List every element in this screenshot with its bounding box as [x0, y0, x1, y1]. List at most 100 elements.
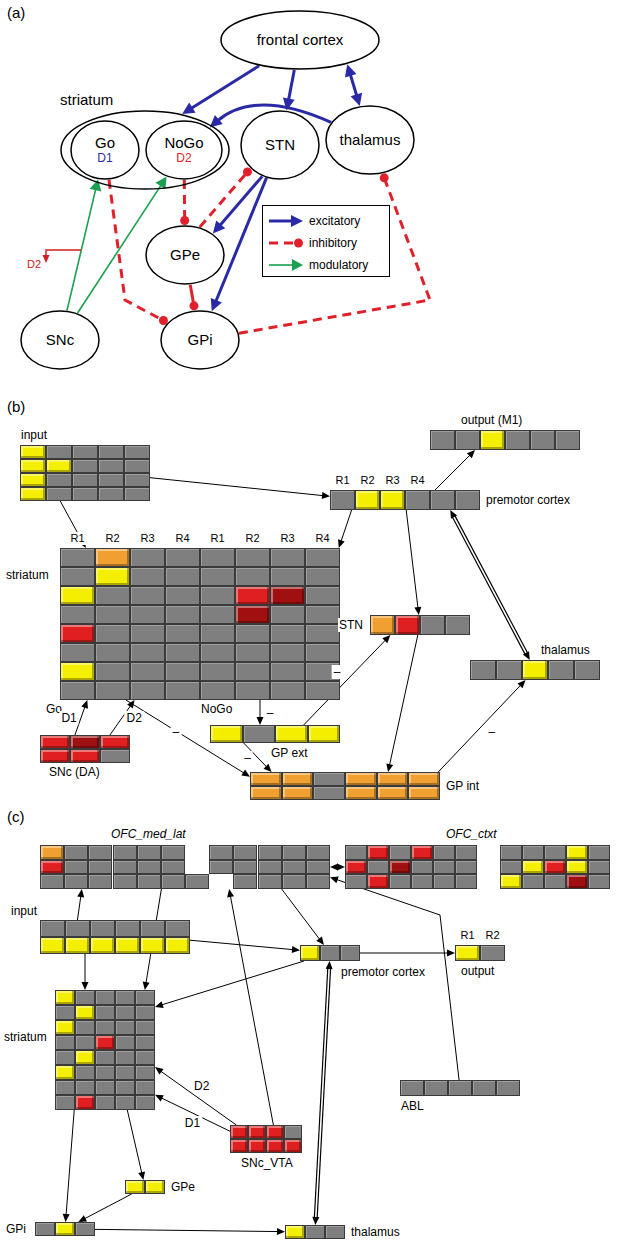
- connector: [360, 950, 455, 957]
- grid-cell: [40, 735, 70, 749]
- grid-cell: [377, 772, 409, 786]
- grid-cell: [90, 937, 115, 954]
- grid-cell: [60, 643, 95, 662]
- connector-line: [360, 953, 449, 954]
- grid-cell: [285, 1225, 305, 1239]
- grid-layer: striatum: [60, 548, 340, 700]
- grid-cell: [430, 430, 455, 450]
- grid-layer: thalamus: [285, 1225, 345, 1239]
- grid-cell: [115, 937, 140, 954]
- grid-cell: [445, 615, 470, 635]
- arrow-head: [450, 510, 457, 519]
- layer-heading: GP ext: [270, 746, 308, 760]
- grid-cell: [130, 681, 165, 700]
- grid-cell: [95, 1050, 115, 1065]
- grid-cell: [100, 749, 130, 763]
- grid-cell: [270, 662, 305, 681]
- grid-cell: [209, 860, 233, 875]
- grid-cell: [115, 1020, 135, 1035]
- grid-cell: [70, 735, 100, 749]
- grid-cell: [95, 681, 130, 700]
- grid-cell: [75, 1065, 95, 1080]
- grid-cell: [367, 860, 389, 875]
- text-label: R4: [409, 474, 425, 487]
- grid-cell: [135, 990, 155, 1005]
- grid-cell: [55, 1020, 75, 1035]
- grid-cell: [235, 567, 270, 586]
- node-label: GPi: [187, 331, 212, 348]
- grid-cell: [455, 874, 477, 889]
- grid-cell: [55, 1080, 75, 1095]
- connector-line: [304, 639, 387, 725]
- grid-cell: [566, 845, 588, 860]
- grid-cell: [113, 845, 137, 860]
- grid-cell: [367, 874, 389, 889]
- ellipse-shape: [21, 311, 99, 369]
- grid-cell: [95, 605, 130, 624]
- grid-layer: output: [455, 945, 505, 961]
- grid-cell: [95, 1005, 115, 1020]
- text-label: D2: [26, 258, 42, 271]
- grid-cell: [210, 725, 243, 743]
- grid-cell: [161, 860, 185, 875]
- grid-cell: [250, 772, 282, 786]
- grid-cell: [408, 786, 440, 800]
- grid-cell: [145, 1180, 165, 1194]
- grid-cell: [20, 459, 46, 473]
- grid-cell: [305, 624, 340, 643]
- grid-cell: [88, 845, 112, 860]
- grid-cell: [266, 1125, 284, 1139]
- legend-row: excitatory: [263, 211, 389, 231]
- grid-layer: GPe: [125, 1180, 165, 1194]
- grid-layer: STN: [370, 615, 470, 635]
- grid-cell: [200, 643, 235, 662]
- connector-line: [127, 1110, 142, 1174]
- connector: [227, 889, 273, 1125]
- grid-cell: [46, 487, 72, 501]
- text-label: R3: [139, 532, 155, 545]
- grid-cell: [98, 487, 124, 501]
- ellipse-shape: [161, 311, 239, 369]
- arrow-head: [155, 1001, 164, 1008]
- grid-cell: [588, 874, 610, 889]
- layer-heading: thalamus: [540, 643, 591, 657]
- legend-row: modulatory: [263, 255, 389, 275]
- grid-cell: [165, 586, 200, 605]
- grid-cell: [113, 874, 137, 889]
- grid-cell: [266, 1139, 284, 1153]
- text-label: R2: [484, 929, 500, 942]
- grid-cell: [345, 874, 367, 889]
- grid-layer: thalamus: [470, 660, 600, 680]
- grid-cell: [411, 874, 433, 889]
- layer-heading: OFC_ctxt: [445, 827, 498, 841]
- grid-cell: [275, 725, 308, 743]
- connector-line: [161, 961, 304, 1005]
- grid-layer: output (M1): [430, 430, 580, 450]
- grid-cell: [46, 473, 72, 487]
- grid-cell: [20, 473, 46, 487]
- grid-cell: [95, 662, 130, 681]
- grid-cell: [95, 1035, 115, 1050]
- arrow-head: [292, 946, 300, 953]
- layer-heading: SNc (DA): [48, 765, 101, 779]
- grid-cell: [522, 660, 548, 680]
- grid-cell: [230, 1139, 248, 1153]
- connector-line: [190, 940, 294, 950]
- grid-cell: [140, 920, 165, 937]
- grid-cell: [95, 1065, 115, 1080]
- connector-line: [389, 635, 418, 766]
- grid-cell: [124, 459, 150, 473]
- grid-cell: [305, 1225, 325, 1239]
- grid-cell: [306, 874, 330, 889]
- arrow-head: [182, 103, 195, 114]
- connector: [338, 510, 352, 548]
- grid-cell: [165, 681, 200, 700]
- grid-cell: [130, 662, 165, 681]
- node-label: GPe: [170, 246, 200, 263]
- grid-cell: [55, 1222, 75, 1236]
- arrow-head: [155, 1095, 164, 1102]
- grid-cell: [75, 1020, 95, 1035]
- grid-cell: [124, 473, 150, 487]
- grid-cell: [60, 662, 95, 681]
- grid-cell: [130, 643, 165, 662]
